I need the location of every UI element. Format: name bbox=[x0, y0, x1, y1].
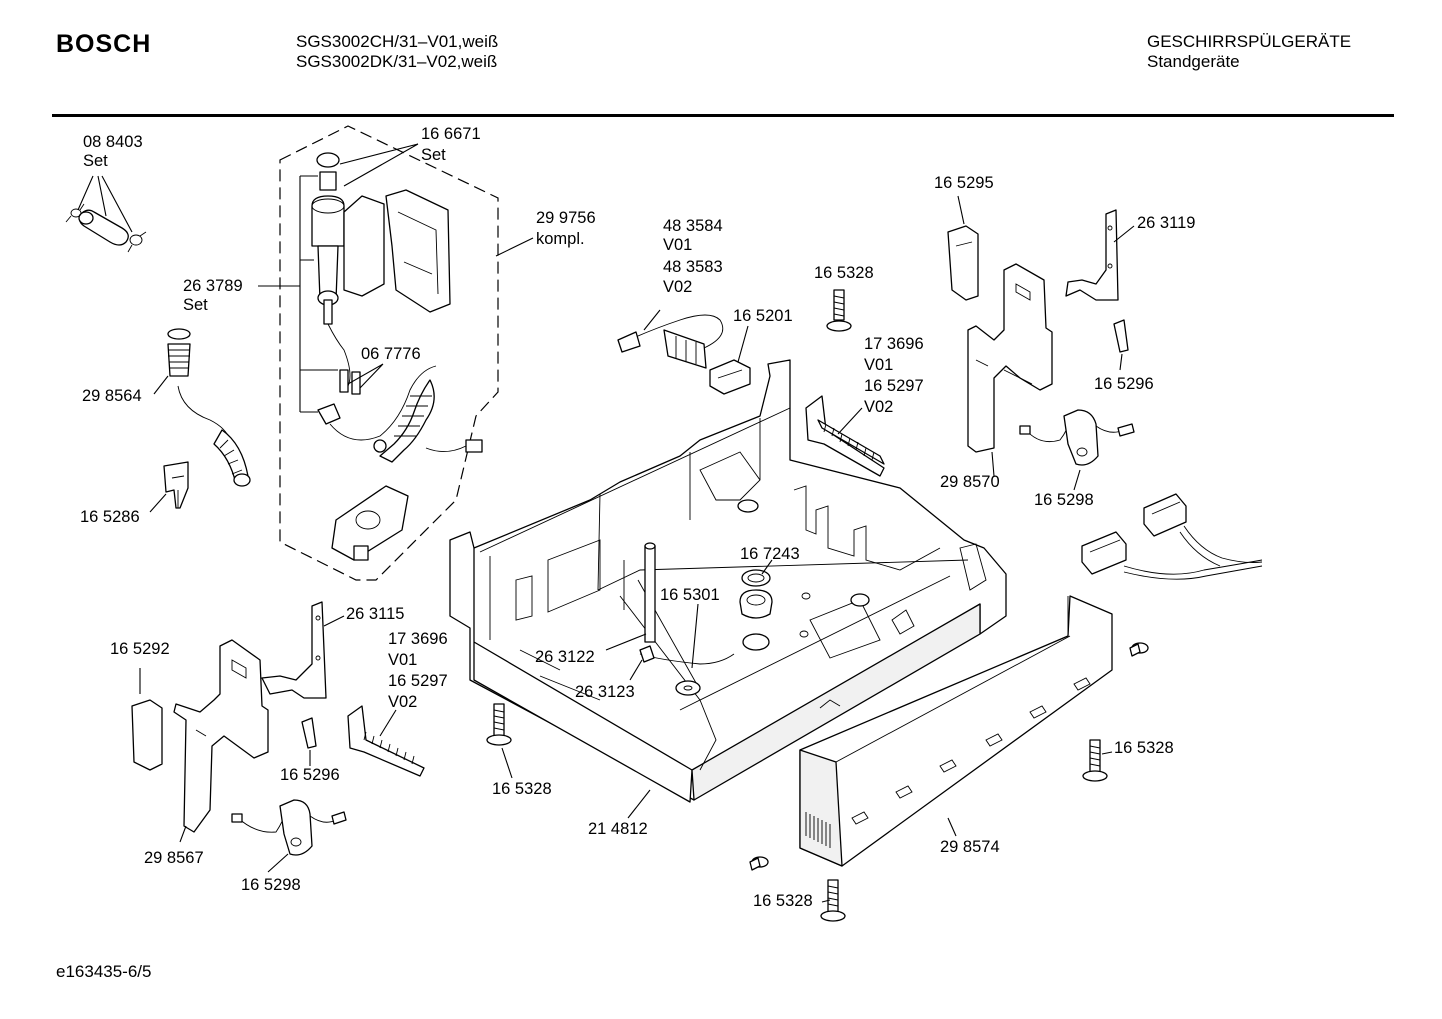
label-298567: 29 8567 bbox=[144, 849, 204, 867]
label-165328-bottom: 16 5328 bbox=[753, 892, 813, 910]
clip-part-left bbox=[163, 461, 189, 509]
label-483583: 48 3583 bbox=[663, 258, 723, 276]
label-173696-l: 17 3696 bbox=[388, 630, 448, 648]
label-263119: 26 3119 bbox=[1137, 214, 1195, 232]
label-165292: 16 5292 bbox=[110, 640, 170, 658]
label-165295: 16 5295 bbox=[934, 174, 994, 192]
label-165296-l: 16 5296 bbox=[280, 766, 340, 784]
small-screw-part-right bbox=[1129, 642, 1149, 657]
label-263115: 26 3115 bbox=[346, 605, 404, 623]
wiring-part bbox=[617, 314, 751, 395]
label-067776: 06 7776 bbox=[361, 345, 421, 363]
label-165297-r: 16 5297 bbox=[864, 377, 924, 395]
clip-part-left-small bbox=[301, 717, 317, 749]
label-263789-set: Set bbox=[183, 296, 208, 314]
model-line-2: SGS3002DK/31–V02,weiß bbox=[296, 52, 498, 71]
label-165297-l: 16 5297 bbox=[388, 672, 448, 690]
category-title: GESCHIRRSPÜLGERÄTE bbox=[1147, 32, 1352, 51]
bracket-part-right bbox=[967, 263, 1053, 453]
label-v02-r: V02 bbox=[864, 398, 893, 416]
hose-clamp-set-part bbox=[65, 203, 147, 253]
door-switch-part-right bbox=[1019, 409, 1135, 466]
drain-hose-part bbox=[167, 328, 251, 487]
cover-part-left bbox=[131, 699, 163, 771]
foot-screw-part-right bbox=[1082, 739, 1108, 782]
connector-harness-part bbox=[1081, 493, 1263, 580]
brand-logo: BOSCH bbox=[56, 30, 152, 58]
label-299756: 29 9756 bbox=[536, 209, 596, 227]
label-165298-l: 16 5298 bbox=[241, 876, 301, 894]
label-214812: 21 4812 bbox=[588, 820, 648, 838]
label-483584: 48 3584 bbox=[663, 217, 723, 235]
hinge-bracket-part-left bbox=[261, 601, 327, 699]
foot-screw-part-top bbox=[826, 289, 852, 332]
label-298564: 29 8564 bbox=[82, 387, 142, 405]
seal-ring-parts bbox=[739, 569, 773, 619]
door-switch-part-left bbox=[231, 799, 347, 856]
label-166671: 16 6671 bbox=[421, 125, 481, 143]
label-v01-r: V01 bbox=[864, 356, 893, 374]
base-tub-part bbox=[449, 359, 1007, 803]
bracket-part-left bbox=[173, 639, 269, 833]
label-165301: 16 5301 bbox=[660, 586, 720, 604]
label-165328-mid: 16 5328 bbox=[492, 780, 552, 798]
label-165296-r: 16 5296 bbox=[1094, 375, 1154, 393]
label-298570: 29 8570 bbox=[940, 473, 1000, 491]
label-167243: 16 7243 bbox=[740, 545, 800, 563]
kick-plate-part bbox=[799, 595, 1113, 867]
hinge-spring-part-right bbox=[805, 395, 885, 477]
hinge-spring-part-left bbox=[347, 705, 425, 777]
label-165328-right: 16 5328 bbox=[1114, 739, 1174, 757]
label-088403-set: Set bbox=[83, 152, 108, 170]
inlet-valve-part bbox=[311, 152, 483, 561]
label-165201: 16 5201 bbox=[733, 307, 793, 325]
label-263122: 26 3122 bbox=[535, 648, 595, 666]
label-263789: 26 3789 bbox=[183, 277, 243, 295]
label-165286: 16 5286 bbox=[80, 508, 140, 526]
drawing-id: e163435-6/5 bbox=[56, 962, 152, 981]
small-screw-part-bottom bbox=[749, 856, 769, 871]
model-line-1: SGS3002CH/31–V01,weiß bbox=[296, 32, 499, 51]
label-v01-l: V01 bbox=[388, 651, 417, 669]
cover-part-right bbox=[947, 225, 979, 301]
hinge-bracket-part-right bbox=[1065, 209, 1119, 301]
label-165298-r: 16 5298 bbox=[1034, 491, 1094, 509]
category-subtitle: Standgeräte bbox=[1147, 52, 1240, 71]
label-173696-r: 17 3696 bbox=[864, 335, 924, 353]
label-299756-kompl: kompl. bbox=[536, 230, 585, 248]
label-298574: 29 8574 bbox=[940, 838, 1000, 856]
label-165328-top: 16 5328 bbox=[814, 264, 874, 282]
header-rule bbox=[52, 114, 1394, 117]
label-263123: 26 3123 bbox=[575, 683, 635, 701]
label-v02-a: V02 bbox=[663, 278, 692, 296]
float-part bbox=[639, 542, 735, 696]
label-166671-set: Set bbox=[421, 146, 446, 164]
label-v01-a: V01 bbox=[663, 236, 692, 254]
label-v02-l: V02 bbox=[388, 693, 417, 711]
foot-screw-part-bottom bbox=[820, 879, 846, 922]
label-088403: 08 8403 bbox=[83, 133, 143, 151]
foot-screw-part-mid bbox=[486, 703, 512, 746]
clip-part-right bbox=[1113, 319, 1129, 353]
assembly-boundary bbox=[279, 125, 499, 581]
